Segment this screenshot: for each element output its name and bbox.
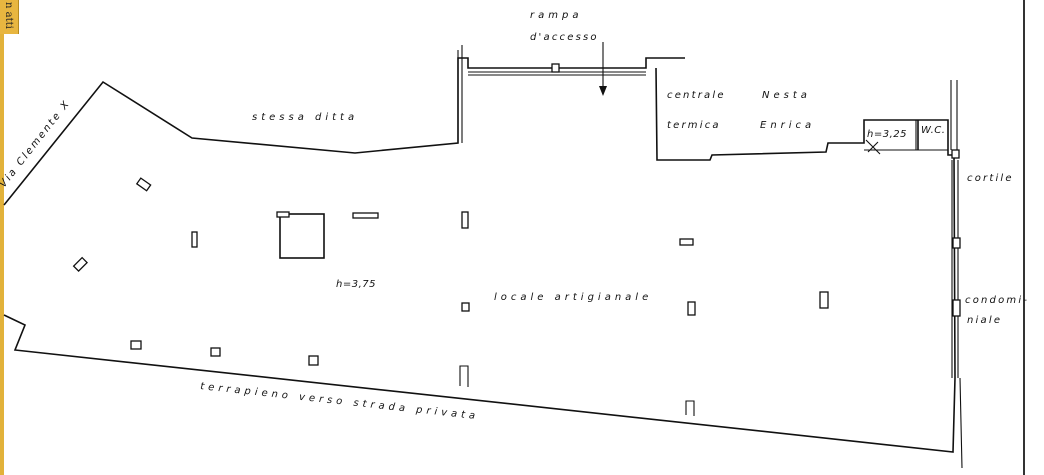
- ramp-post: [551, 63, 560, 73]
- building-outline: [3, 57, 956, 453]
- east-wall-post-1: [951, 149, 960, 159]
- wc-inner-wall: [864, 120, 948, 155]
- column-cap: [276, 211, 290, 218]
- label-nesta: Nesta: [762, 90, 811, 101]
- page-right-rule: [1023, 0, 1025, 475]
- pillar-12: [308, 355, 319, 366]
- label-cortile: cortile: [967, 173, 1014, 184]
- pillar-10: [130, 340, 142, 350]
- pillar-6: [679, 238, 694, 246]
- pillar-7: [461, 302, 470, 312]
- pillar-8: [687, 301, 696, 316]
- pillar-2: [72, 256, 88, 272]
- central-column: [279, 213, 325, 259]
- pillar-5: [461, 211, 469, 229]
- east-wall-post-3: [952, 299, 961, 317]
- label-wc: W.C.: [921, 125, 945, 136]
- east-wall-lines: [950, 80, 963, 469]
- pillar-3: [191, 231, 198, 248]
- label-enrica: Enrica: [760, 120, 815, 131]
- archive-tab: n atti: [0, 0, 19, 34]
- label-terrapieno: terrapieno verso strada privata: [200, 381, 480, 422]
- wall-stub-2: [685, 400, 695, 416]
- label-centrale: centrale: [667, 90, 726, 101]
- label-h-main: h=3,75: [336, 279, 376, 290]
- label-via-clemente: Via Clemente X: [0, 98, 73, 190]
- label-locale-artigianale: locale artigianale: [494, 292, 652, 303]
- archive-tab-text: n atti: [3, 2, 14, 29]
- page-edge-bar: [0, 34, 4, 475]
- label-h-wc: h=3,25: [867, 129, 907, 140]
- pillar-11: [210, 347, 221, 357]
- label-condominiale-1: condomi-: [965, 295, 1029, 306]
- label-stessa-ditta: stessa ditta: [252, 112, 358, 123]
- wall-stub-1: [459, 365, 469, 387]
- east-wall-post-2: [952, 237, 961, 249]
- pillar-4: [352, 212, 379, 219]
- ramp-outer-wall: [457, 45, 463, 143]
- label-condominiale-2: niale: [967, 315, 1002, 326]
- label-termica: termica: [667, 120, 721, 131]
- label-rampa: rampa: [530, 10, 582, 21]
- pillar-1: [135, 177, 152, 192]
- pillar-9: [819, 291, 829, 309]
- access-arrow-head: [599, 86, 607, 96]
- label-accesso: d'accesso: [530, 32, 599, 43]
